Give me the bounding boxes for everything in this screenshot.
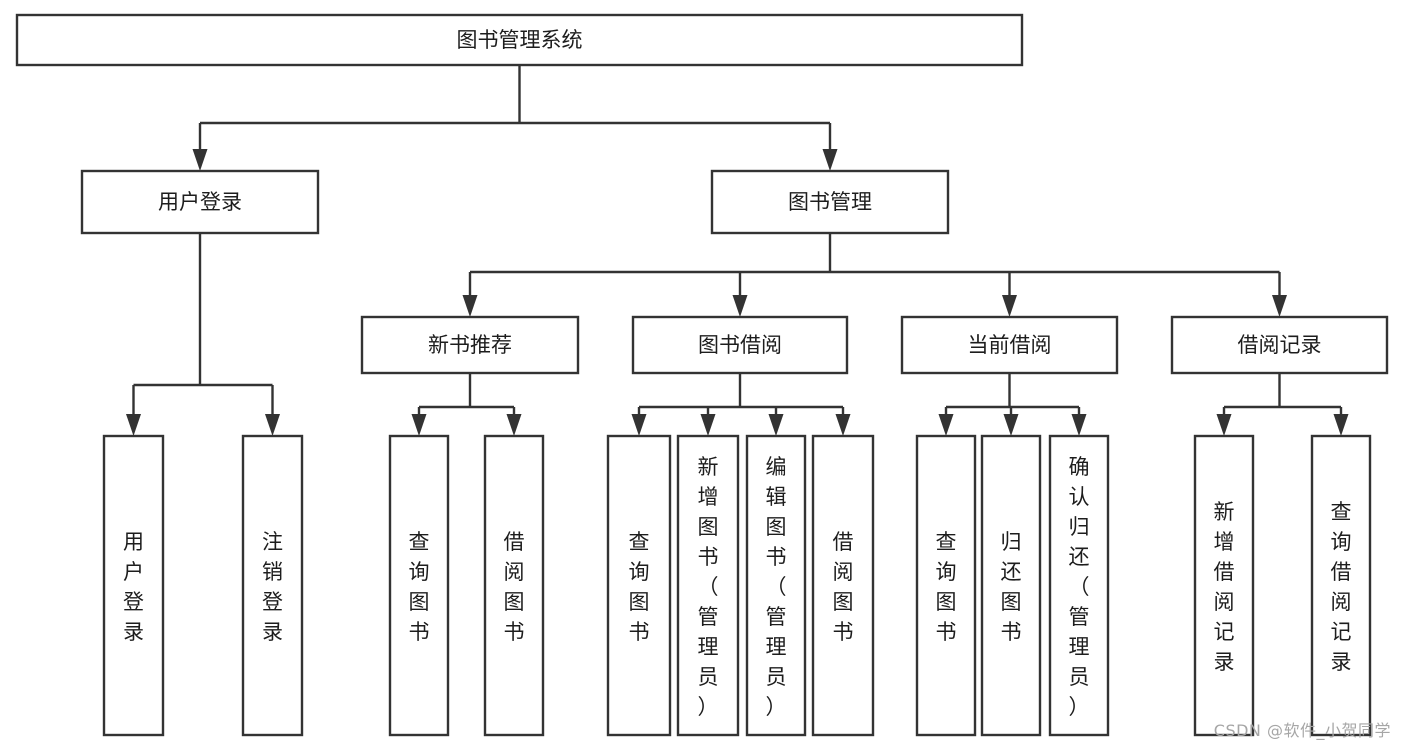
node-label: 新增图书（管理员） bbox=[698, 455, 719, 719]
arrow-head-icon bbox=[1272, 295, 1287, 317]
node-label: 查询图书 bbox=[409, 530, 430, 644]
node-label: 当前借阅 bbox=[968, 333, 1052, 357]
arrow-head-icon bbox=[1071, 414, 1087, 436]
node-label: 借阅记录 bbox=[1238, 333, 1322, 357]
node-leaf-borrow-book-2[interactable]: 借阅图书 bbox=[811, 434, 875, 737]
node-box[interactable] bbox=[80, 169, 320, 235]
node-leaf-confirm-return[interactable]: 确认归还（管理员） bbox=[1048, 434, 1110, 737]
arrow-head-icon bbox=[1003, 414, 1019, 436]
csdn-watermark: CSDN @软件_小贺同学 bbox=[1213, 721, 1391, 740]
node-box[interactable] bbox=[1170, 315, 1389, 375]
node-box[interactable] bbox=[102, 434, 165, 737]
node-label: 用户登录 bbox=[158, 190, 242, 214]
node-label: 查询借阅记录 bbox=[1331, 500, 1352, 674]
node-leaf-return-book[interactable]: 归还图书 bbox=[980, 434, 1042, 737]
node-label: 编辑图书（管理员） bbox=[766, 455, 787, 719]
node-leaf-user-logout[interactable]: 注销登录 bbox=[241, 434, 304, 737]
node-box[interactable] bbox=[900, 315, 1119, 375]
node-leaf-add-book[interactable]: 新增图书（管理员） bbox=[676, 434, 740, 737]
node-label: 图书借阅 bbox=[698, 333, 782, 357]
node-box[interactable] bbox=[15, 13, 1024, 67]
node-box[interactable] bbox=[1193, 434, 1255, 737]
node-box[interactable] bbox=[631, 315, 849, 375]
node-box[interactable] bbox=[606, 434, 672, 737]
node-box[interactable] bbox=[745, 434, 807, 737]
node-label: 确认归还（管理员） bbox=[1069, 455, 1090, 719]
arrow-head-icon bbox=[631, 414, 647, 436]
node-box[interactable] bbox=[360, 315, 580, 375]
node-bookmgmt[interactable]: 图书管理 bbox=[710, 169, 950, 235]
edge-group-login bbox=[126, 233, 280, 436]
edge-group-root bbox=[192, 65, 838, 171]
node-login[interactable]: 用户登录 bbox=[80, 169, 320, 235]
arrow-head-icon bbox=[835, 414, 851, 436]
edge-group-bookmgmt bbox=[462, 233, 1287, 317]
node-box[interactable] bbox=[483, 434, 545, 737]
edge-group-newbook bbox=[411, 373, 522, 436]
node-label: 图书管理系统 bbox=[457, 28, 583, 52]
node-leaf-edit-book[interactable]: 编辑图书（管理员） bbox=[745, 434, 807, 737]
node-label: 新增借阅记录 bbox=[1214, 500, 1235, 674]
node-leaf-query-book-2[interactable]: 查询图书 bbox=[606, 434, 672, 737]
arrow-head-icon bbox=[1002, 295, 1017, 317]
node-box[interactable] bbox=[1310, 434, 1372, 737]
arrow-head-icon bbox=[265, 414, 280, 436]
arrow-head-icon bbox=[126, 414, 141, 436]
arrow-head-icon bbox=[192, 149, 208, 171]
arrow-head-icon bbox=[1333, 414, 1349, 436]
node-root[interactable]: 图书管理系统 bbox=[15, 13, 1024, 67]
node-leaf-user-login[interactable]: 用户登录 bbox=[102, 434, 165, 737]
arrow-head-icon bbox=[506, 414, 522, 436]
node-current[interactable]: 当前借阅 bbox=[900, 315, 1119, 375]
node-label: 新书推荐 bbox=[428, 333, 512, 357]
node-box[interactable] bbox=[710, 169, 950, 235]
node-borrow[interactable]: 图书借阅 bbox=[631, 315, 849, 375]
connectors-layer bbox=[126, 65, 1349, 436]
arrow-head-icon bbox=[732, 295, 748, 317]
node-box[interactable] bbox=[811, 434, 875, 737]
arrow-head-icon bbox=[1216, 414, 1232, 436]
node-leaf-query-book-3[interactable]: 查询图书 bbox=[915, 434, 977, 737]
node-box[interactable] bbox=[980, 434, 1042, 737]
arrow-head-icon bbox=[700, 414, 716, 436]
node-label: 借阅图书 bbox=[504, 530, 525, 644]
node-records[interactable]: 借阅记录 bbox=[1170, 315, 1389, 375]
node-leaf-borrow-book-1[interactable]: 借阅图书 bbox=[483, 434, 545, 737]
arrow-head-icon bbox=[768, 414, 784, 436]
node-box[interactable] bbox=[676, 434, 740, 737]
edge-group-records bbox=[1216, 373, 1349, 436]
node-leaf-query-record[interactable]: 查询借阅记录 bbox=[1310, 434, 1372, 737]
edge-group-current bbox=[938, 373, 1087, 436]
arrow-head-icon bbox=[822, 149, 838, 171]
node-box[interactable] bbox=[915, 434, 977, 737]
node-label: 归还图书 bbox=[1001, 530, 1022, 644]
node-leaf-add-record[interactable]: 新增借阅记录 bbox=[1193, 434, 1255, 737]
node-leaf-query-book-1[interactable]: 查询图书 bbox=[388, 434, 450, 737]
node-label: 查询图书 bbox=[936, 530, 957, 644]
arrow-head-icon bbox=[411, 414, 427, 436]
arrow-head-icon bbox=[938, 414, 954, 436]
edge-group-borrow bbox=[631, 373, 851, 436]
arrow-head-icon bbox=[462, 295, 478, 317]
node-newbook[interactable]: 新书推荐 bbox=[360, 315, 580, 375]
nodes-layer: 图书管理系统用户登录图书管理新书推荐图书借阅当前借阅借阅记录用户登录注销登录查询… bbox=[15, 13, 1389, 737]
node-label: 图书管理 bbox=[788, 190, 872, 214]
node-box[interactable] bbox=[1048, 434, 1110, 737]
node-label: 查询图书 bbox=[629, 530, 650, 644]
node-label: 注销登录 bbox=[262, 530, 283, 644]
node-box[interactable] bbox=[241, 434, 304, 737]
node-label: 用户登录 bbox=[123, 530, 144, 644]
node-box[interactable] bbox=[388, 434, 450, 737]
node-label: 借阅图书 bbox=[833, 530, 854, 644]
